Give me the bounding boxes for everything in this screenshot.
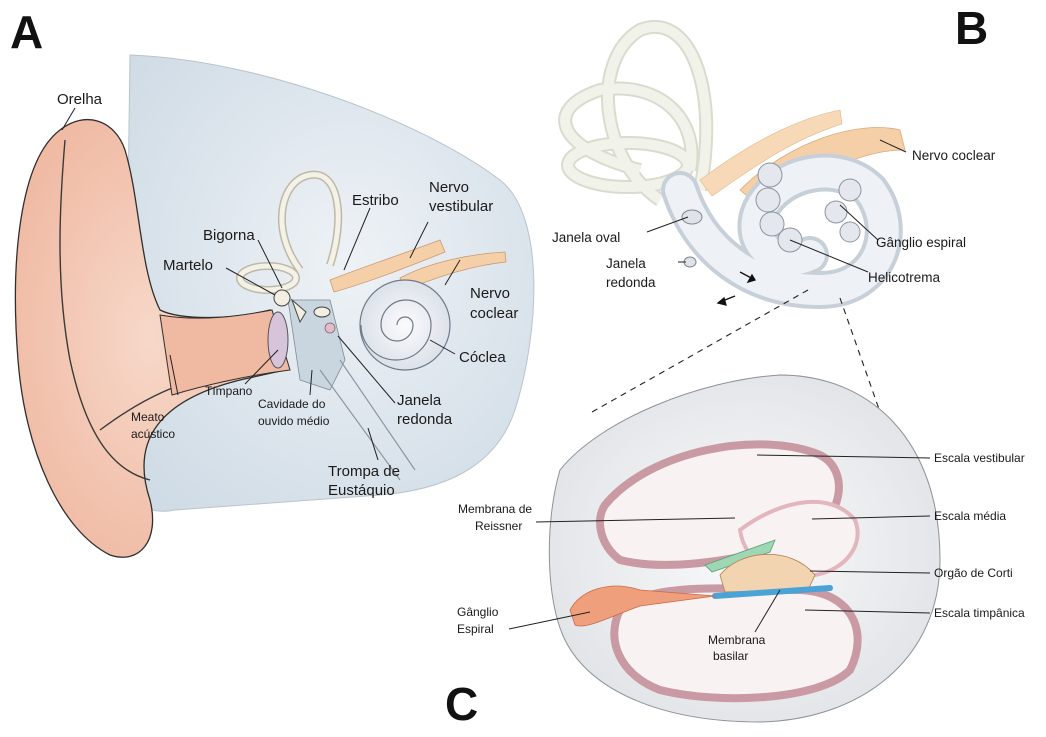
label-janela-redonda-2a: redonda [397, 411, 453, 428]
label-orelha: Orelha [57, 91, 103, 108]
label-nervo-coclear-2a: coclear [470, 305, 518, 322]
label-janela-redonda-1b: Janela [606, 256, 646, 271]
label-trompa-1: Trompa de [328, 463, 400, 480]
label-martelo: Martelo [163, 257, 213, 274]
label-meato-1: Meato [131, 410, 165, 424]
label-membrana-basilar-2: basilar [713, 649, 748, 663]
oval-window-b [682, 210, 702, 224]
label-estribo: Estribo [352, 192, 399, 209]
panel-a-letter: A [10, 6, 43, 58]
label-trompa-2: Eustáquio [328, 482, 395, 499]
panel-c-letter: C [445, 678, 478, 730]
panel-c: C Escala vestibular Membrana de Reissner… [445, 375, 1025, 730]
head-section [125, 55, 534, 511]
label-bigorna: Bigorna [203, 227, 255, 244]
label-nervo-coclear-b: Nervo coclear [912, 148, 996, 163]
label-membrana-basilar-1: Membrana [708, 633, 766, 647]
label-ganglio-2c: Espiral [457, 622, 494, 636]
label-membrana-reissner-2: Reissner [475, 519, 522, 533]
label-meato-2: acústico [131, 427, 175, 441]
label-ganglio-1c: Gânglio [457, 605, 499, 619]
label-janela-oval: Janela oval [552, 230, 620, 245]
label-helicotrema: Helicotrema [868, 270, 941, 285]
label-nervo-vestibular-1: Nervo [429, 179, 469, 196]
tympanum [268, 312, 288, 368]
cochlea-a [360, 280, 450, 370]
label-membrana-reissner-1: Membrana de [458, 502, 532, 516]
label-janela-redonda-2b: redonda [606, 275, 656, 290]
label-orgao-corti: Orgão de Corti [934, 566, 1013, 580]
label-coclea: Cóclea [459, 349, 506, 366]
label-escala-timpanica: Escala timpânica [934, 606, 1025, 620]
panel-a: A Orelha Estribo Nervo vestibular Bigorn… [10, 6, 534, 557]
label-janela-redonda-1a: Janela [397, 392, 442, 409]
label-nervo-coclear-1a: Nervo [470, 285, 510, 302]
label-cavidade-1: Cavidade do [258, 397, 326, 411]
round-window-a [325, 323, 335, 333]
label-ganglio-espiral-b: Gânglio espiral [876, 235, 966, 250]
panel-b: B Nervo coclear Janela oval Gânglio espi… [552, 2, 996, 412]
label-escala-vestibular: Escala vestibular [934, 451, 1025, 465]
label-timpano: Tímpano [205, 384, 253, 398]
panel-b-letter: B [955, 2, 988, 54]
label-escala-media: Escala média [934, 509, 1006, 523]
label-cavidade-2: ouvido médio [258, 414, 330, 428]
label-nervo-vestibular-2: vestibular [429, 198, 493, 215]
